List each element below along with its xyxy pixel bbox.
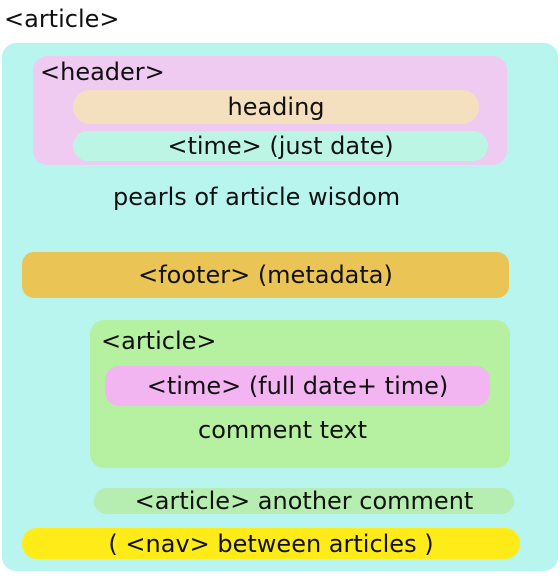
- comment-time-label: <time> (full date+ time): [146, 372, 449, 400]
- another-comment-box: <article> another comment: [94, 487, 514, 515]
- comment-text: comment text: [198, 416, 368, 444]
- nav-box: ( <nav> between articles ): [22, 528, 520, 559]
- comment-time-box: <time> (full date+ time): [105, 366, 490, 406]
- header-time-label: <time> (just date): [167, 132, 394, 160]
- footer-box: <footer> (metadata): [22, 252, 509, 298]
- outer-article-label: <article>: [4, 5, 120, 33]
- heading-label: heading: [227, 93, 325, 121]
- another-comment-label: <article> another comment: [134, 487, 474, 515]
- nav-label: ( <nav> between articles ): [108, 529, 434, 558]
- heading-box: heading: [73, 90, 479, 124]
- article-body-text: pearls of article wisdom: [113, 183, 401, 211]
- header-label: <header>: [40, 58, 165, 86]
- comment-article-label: <article>: [101, 327, 217, 355]
- header-time-box: <time> (just date): [73, 131, 488, 161]
- footer-label: <footer> (metadata): [138, 261, 393, 289]
